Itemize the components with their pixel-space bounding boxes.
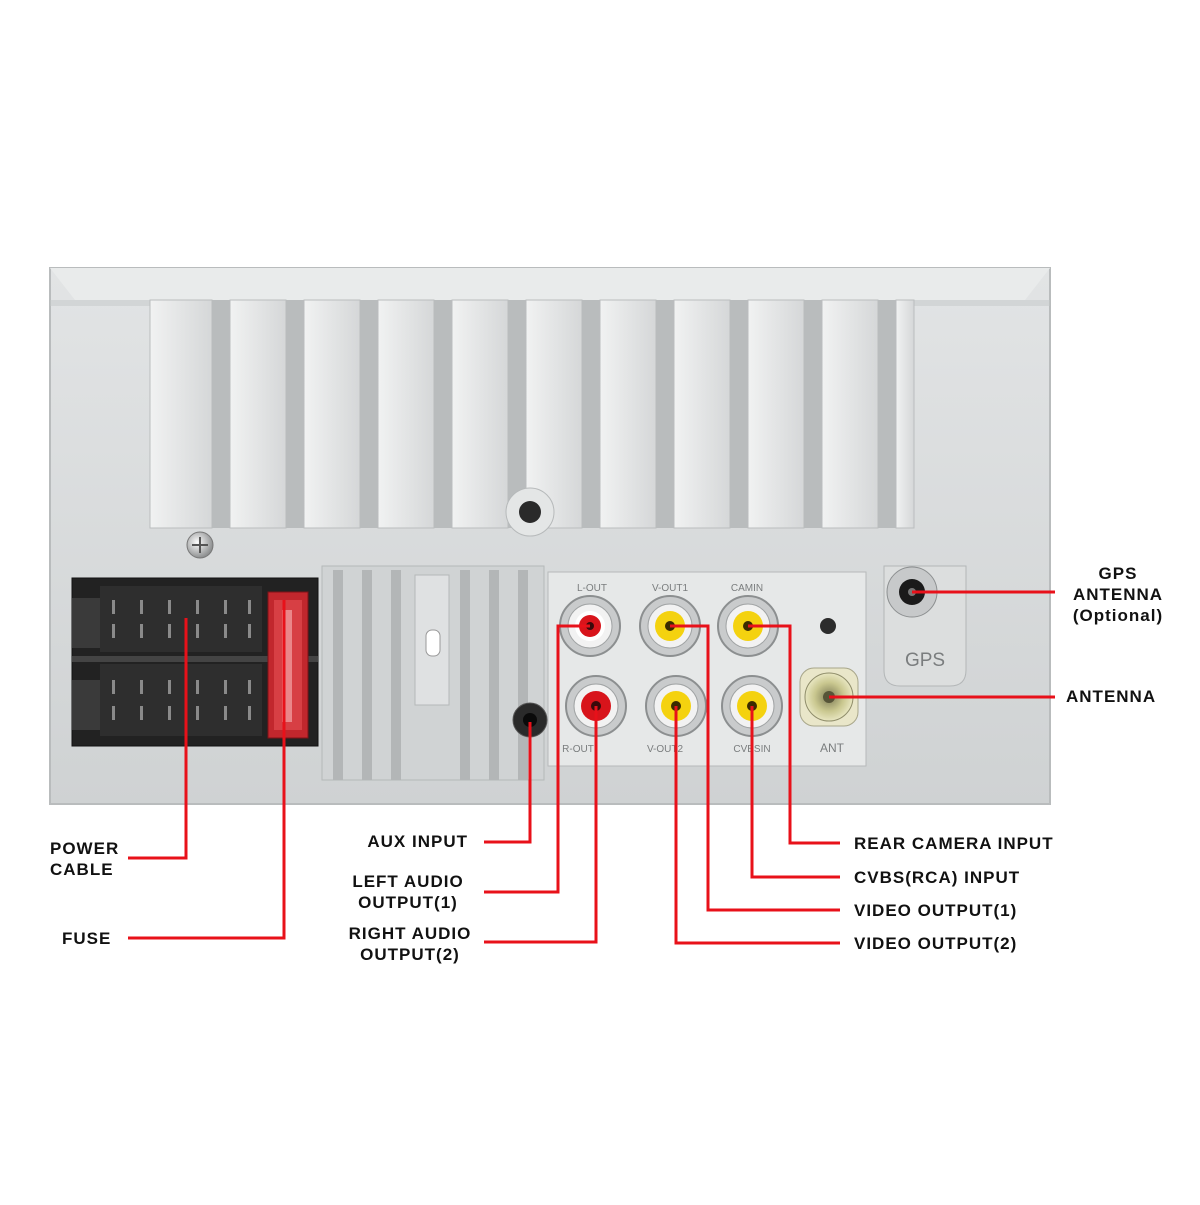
ant-panel-label: ANT [820, 741, 845, 755]
aux-jack [512, 702, 548, 738]
leader-right-audio [484, 706, 598, 944]
leader-fuse [128, 600, 286, 940]
leader-cvbs-input [750, 706, 840, 879]
cvbs-input-label: CVBS(RCA) INPUT [854, 868, 1021, 887]
fuse-label: FUSE [62, 929, 112, 948]
vent-slots [321, 565, 545, 781]
cooling-fins [149, 299, 915, 529]
video-output2-label: VIDEO OUTPUT(2) [854, 934, 1018, 953]
leader-rear-camera [748, 624, 840, 845]
r-out-panel-label: R-OUT [562, 744, 594, 755]
aux-input-label: AUX INPUT [367, 832, 468, 851]
video-output1-label: VIDEO OUTPUT(1) [854, 901, 1018, 920]
gps-antenna-label-line1: GPS [1098, 564, 1138, 583]
leader-aux-input [484, 722, 532, 844]
left-audio-label-line2: OUTPUT(1) [358, 893, 458, 912]
left-audio-label: LEFT AUDIO OUTPUT(1) [340, 871, 476, 913]
antenna-label: ANTENNA [1066, 687, 1157, 706]
mounting-hole [505, 487, 555, 537]
gps-panel-label: GPS [905, 650, 945, 671]
leader-power-cable [128, 618, 188, 860]
screw-icon [186, 531, 214, 559]
cam-in-jack [717, 595, 779, 657]
l-out-panel-label: L-OUT [577, 583, 607, 594]
right-audio-label: RIGHT AUDIO OUTPUT(2) [340, 923, 480, 965]
v-out2-panel-label: V-OUT2 [647, 744, 684, 755]
right-audio-label-line1: RIGHT AUDIO [348, 924, 472, 943]
leader-video-output1 [670, 624, 840, 912]
v-out1-panel-label: V-OUT1 [652, 583, 689, 594]
power-cable-label-line1: POWER [50, 839, 120, 858]
power-cable-label-line2: CABLE [50, 860, 114, 879]
gps-antenna-label-line2: ANTENNA [1072, 585, 1164, 604]
power-cable-label: POWER CABLE [50, 838, 119, 880]
leader-left-audio [484, 624, 590, 894]
left-audio-label-line1: LEFT AUDIO [352, 872, 464, 891]
leader-video-output2 [674, 706, 840, 945]
reset-hole [820, 618, 836, 634]
rear-camera-label: REAR CAMERA INPUT [854, 834, 1054, 853]
right-audio-label-line2: OUTPUT(2) [360, 945, 460, 964]
cam-in-panel-label: CAMIN [731, 583, 763, 594]
gps-antenna-label-line3: (Optional) [1072, 606, 1164, 625]
fuse-icon [267, 591, 309, 739]
gps-antenna-label: GPS ANTENNA (Optional) [1060, 563, 1176, 626]
